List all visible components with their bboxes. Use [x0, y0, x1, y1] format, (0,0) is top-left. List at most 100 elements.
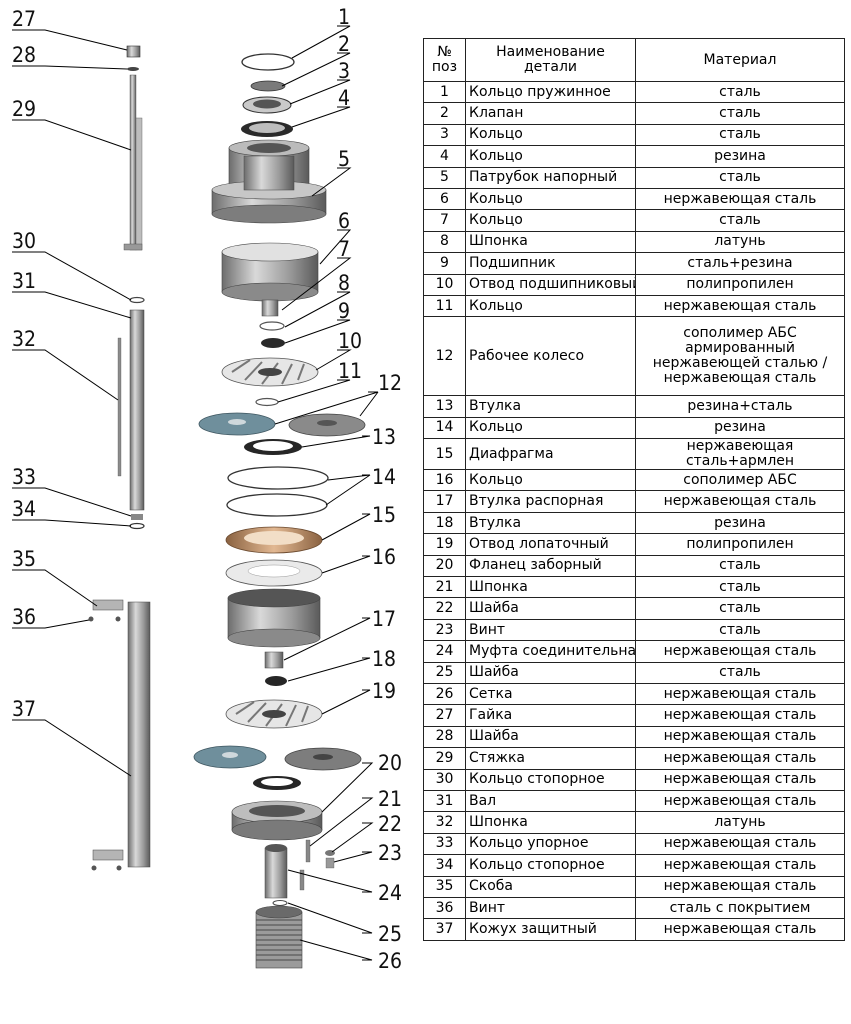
part-36-screw-shape	[88, 616, 94, 622]
row-part-name: Подшипник	[465, 252, 636, 275]
row-position: 17	[423, 490, 466, 513]
row-material: нержавеющая сталь	[635, 725, 845, 749]
header-position: № поз	[423, 38, 466, 82]
part-1-shape	[241, 53, 295, 71]
row-position: 10	[423, 273, 466, 296]
row-part-name: Винт	[465, 896, 636, 920]
row-material: сталь	[635, 661, 845, 684]
row-part-name: Кольцо	[465, 145, 636, 168]
row-part-name: Гайка	[465, 704, 636, 727]
row-position: 6	[423, 187, 466, 211]
row-position: 32	[423, 811, 466, 834]
row-material: сталь	[635, 102, 845, 125]
tie-rod-assembly	[123, 45, 143, 251]
callout-35: 35	[12, 547, 36, 571]
row-material: сталь	[635, 576, 845, 599]
row-position: 37	[423, 918, 466, 941]
callout-8: 8	[338, 271, 350, 295]
callout-7: 7	[338, 237, 350, 261]
row-part-name: Кольцо	[465, 123, 636, 147]
callout-34: 34	[12, 497, 36, 521]
callout-12: 12	[378, 371, 402, 395]
row-material: нержавеющая сталь	[635, 640, 845, 663]
row-material: резина+сталь	[635, 395, 845, 418]
row-material: сталь	[635, 554, 845, 578]
part-27-nut-shape	[126, 45, 141, 58]
exploded-pump-diagram: 1 2 3 4 5 6 7 8 9 10 11 12 13 14 15 16 1…	[12, 5, 402, 973]
row-position: 20	[423, 554, 466, 578]
row-material: сталь	[635, 166, 845, 189]
row-part-name: Шайба	[465, 661, 636, 684]
row-material: нержавеющая сталь+армлен	[635, 438, 845, 471]
row-position: 31	[423, 789, 466, 813]
row-material: латунь	[635, 811, 845, 834]
row-material: резина	[635, 416, 845, 440]
row-position: 11	[423, 294, 466, 318]
callout-9: 9	[338, 299, 350, 323]
row-part-name: Втулка	[465, 395, 636, 418]
part-37-cover-shape	[127, 601, 151, 868]
row-material: латунь	[635, 230, 845, 254]
row-position: 18	[423, 511, 466, 535]
callout-32: 32	[12, 327, 36, 351]
callout-28: 28	[12, 43, 36, 67]
row-material: нержавеющая сталь	[635, 704, 845, 727]
row-part-name: Втулка распорная	[465, 490, 636, 513]
row-part-name: Диафрагма	[465, 438, 636, 471]
row-material: резина	[635, 145, 845, 168]
row-position: 5	[423, 166, 466, 189]
part-7-shape	[261, 299, 279, 317]
row-part-name: Скоба	[465, 875, 636, 898]
part-5-shape	[211, 139, 327, 224]
row-material: сталь с покрытием	[635, 896, 845, 920]
part-12-shape	[198, 412, 366, 437]
row-part-name: Кольцо пружинное	[465, 80, 636, 104]
row-position: 21	[423, 576, 466, 599]
callout-37: 37	[12, 697, 36, 721]
callout-20: 20	[378, 751, 402, 775]
row-part-name: Муфта соединительная	[465, 640, 636, 663]
header-material: Материал	[635, 38, 845, 82]
row-material: нержавеющая сталь	[635, 768, 845, 791]
callout-24: 24	[378, 881, 402, 905]
row-position: 16	[423, 469, 466, 492]
row-material: нержавеющая сталь	[635, 490, 845, 513]
callout-18: 18	[372, 647, 396, 671]
part-35-clip-shape	[92, 599, 124, 611]
callout-13: 13	[372, 425, 396, 449]
callout-17: 17	[372, 607, 396, 631]
row-material: нержавеющая сталь	[635, 918, 845, 941]
row-position: 23	[423, 618, 466, 642]
part-17-shape	[264, 651, 284, 669]
row-position: 25	[423, 661, 466, 684]
row-position: 24	[423, 640, 466, 663]
callout-22: 22	[378, 812, 402, 836]
part-33-ring-shape	[131, 514, 143, 520]
callout-6: 6	[338, 209, 350, 233]
callout-31: 31	[12, 269, 36, 293]
part-10-shape	[221, 357, 319, 387]
row-part-name: Шайба	[465, 597, 636, 620]
header-part-name: Наименование детали	[465, 38, 636, 82]
row-material: нержавеющая сталь	[635, 789, 845, 813]
callout-1: 1	[338, 5, 350, 29]
row-part-name: Шайба	[465, 725, 636, 749]
part-9-shape	[261, 338, 285, 348]
row-position: 27	[423, 704, 466, 727]
row-position: 35	[423, 875, 466, 898]
